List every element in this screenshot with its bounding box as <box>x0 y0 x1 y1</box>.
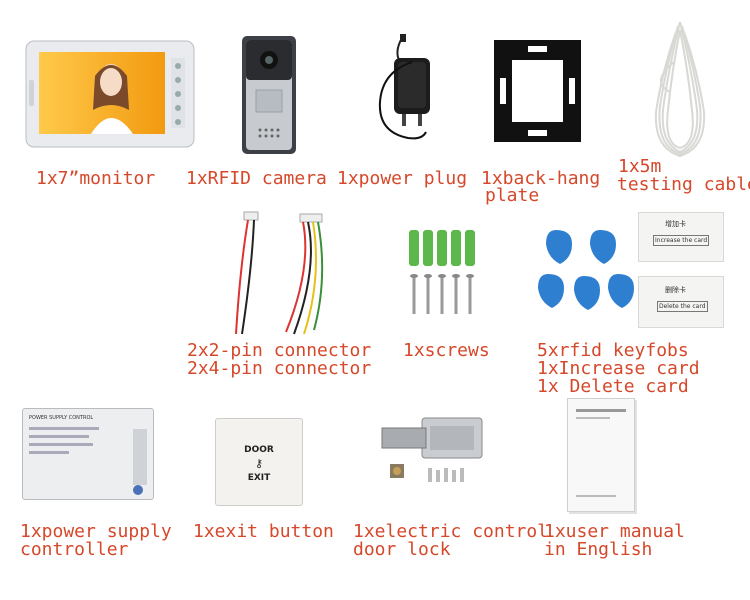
back-hang-caption-line2: plate <box>485 185 540 206</box>
keyfobs-caption-line2: 1xIncrease card <box>537 358 700 379</box>
back-hang-caption-line1: 1xback-hang <box>481 168 601 189</box>
manual-caption-line1: 1xuser manual <box>544 521 685 542</box>
delete-card-cn: 删除卡 <box>665 286 686 294</box>
cable-caption-line2: testing cable <box>617 174 750 195</box>
delete-card: 删除卡 Delete the card <box>638 276 724 328</box>
rfid-camera-caption: 1xRFID camera <box>186 168 327 189</box>
exit-button-image: DOOR ⚷ EXIT <box>215 418 303 506</box>
door-lock-image <box>378 412 488 492</box>
back-hang-plate-image <box>490 36 585 146</box>
manual-caption-line2: in English <box>544 539 653 560</box>
exit-door-label: DOOR <box>244 445 274 455</box>
increase-card-en: Increase the card <box>653 235 710 246</box>
cable-caption-line1: 1x5m <box>618 156 662 177</box>
psu-caption-line2: controller <box>20 539 129 560</box>
power-plug-caption: 1xpower plug <box>337 168 468 189</box>
keyfobs-caption-line1: 5xrfid keyfobs <box>537 340 689 361</box>
rfid-camera-image <box>238 34 300 156</box>
power-supply-image: POWER SUPPLY CONTROL <box>22 408 154 500</box>
key-icon: ⚷ <box>254 457 264 470</box>
door-lock-caption-line1: 1xelectric control <box>353 521 549 542</box>
increase-card-cn: 增加卡 <box>665 220 686 228</box>
monitor-caption: 1x7”monitor <box>36 168 156 189</box>
monitor-image <box>25 40 195 148</box>
exit-button-caption: 1xexit button <box>193 521 334 542</box>
connector-caption-line1: 2x2-pin connector <box>187 340 372 361</box>
connector-caption-line2: 2x4-pin connector <box>187 358 372 379</box>
delete-card-en: Delete the card <box>657 301 708 312</box>
keyfobs-caption-line3: 1x Delete card <box>537 376 689 397</box>
door-lock-caption-line2: door lock <box>353 539 451 560</box>
user-manual-image <box>567 398 635 512</box>
exit-exit-label: EXIT <box>247 473 271 483</box>
power-plug-image <box>372 32 444 142</box>
keyfobs-image <box>538 222 638 327</box>
psu-title: POWER SUPPLY CONTROL <box>29 415 94 421</box>
increase-card: 增加卡 Increase the card <box>638 212 724 262</box>
connectors-image <box>222 208 332 338</box>
screws-image <box>405 228 485 318</box>
screws-caption: 1xscrews <box>403 340 490 361</box>
testing-cable-image <box>640 22 720 157</box>
psu-caption-line1: 1xpower supply <box>20 521 172 542</box>
